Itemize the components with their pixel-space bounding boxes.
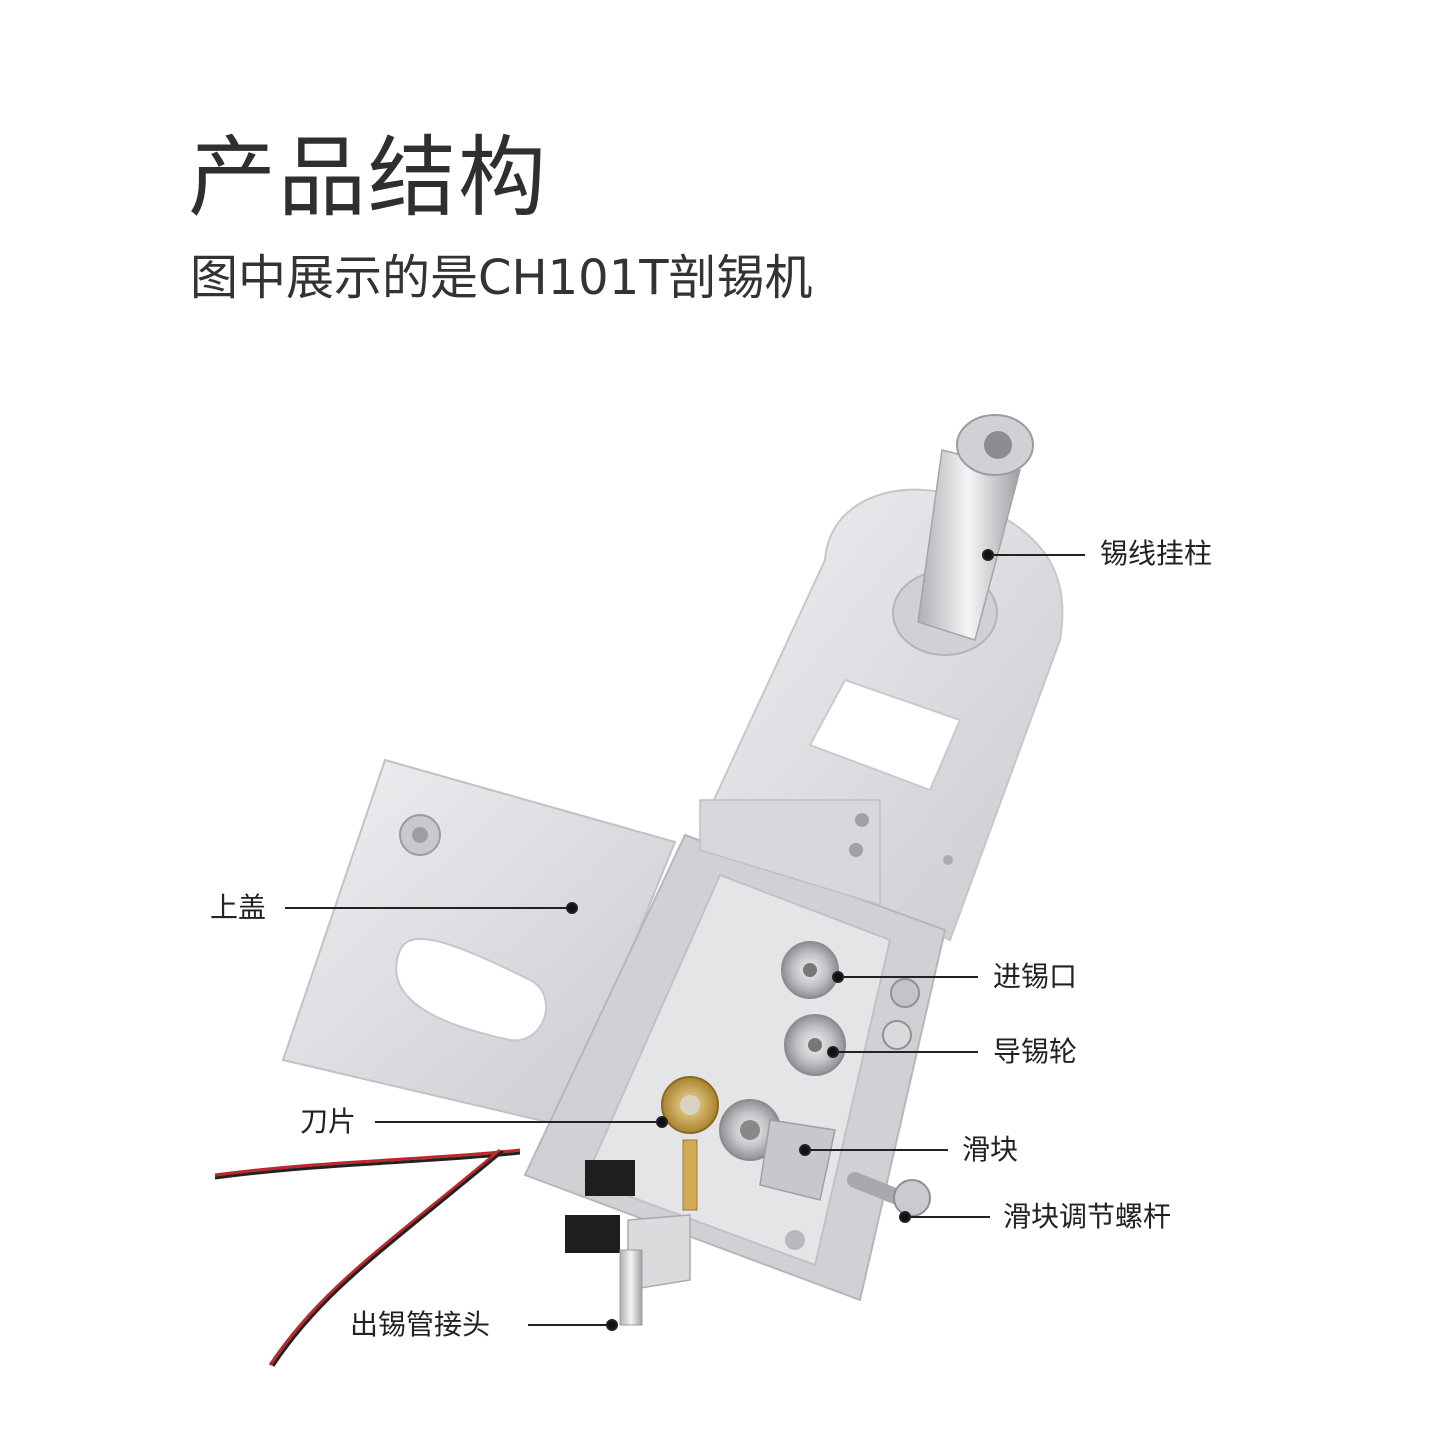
outlet-tube [619, 1249, 643, 1326]
label-slider: 滑块 [962, 1133, 1019, 1166]
label-inlet: 进锡口 [993, 960, 1078, 993]
slider-block [759, 1119, 836, 1201]
label-top-cover: 上盖 [210, 891, 267, 924]
page-title: 产品结构 [188, 126, 549, 229]
plate-slot [808, 678, 962, 792]
leader-lines [285, 549, 1085, 1331]
cover-slot [395, 937, 547, 1042]
label-outlet: 出锡管接头 [350, 1308, 491, 1341]
label-slider-screw: 滑块调节螺杆 [1003, 1200, 1172, 1233]
label-solder-post: 锡线挂柱 [1100, 537, 1213, 570]
label-blade: 刀片 [300, 1105, 357, 1138]
page-subtitle: 图中展示的是CH101T剖锡机 [190, 250, 813, 306]
label-guide-wheel: 导锡轮 [993, 1035, 1078, 1068]
